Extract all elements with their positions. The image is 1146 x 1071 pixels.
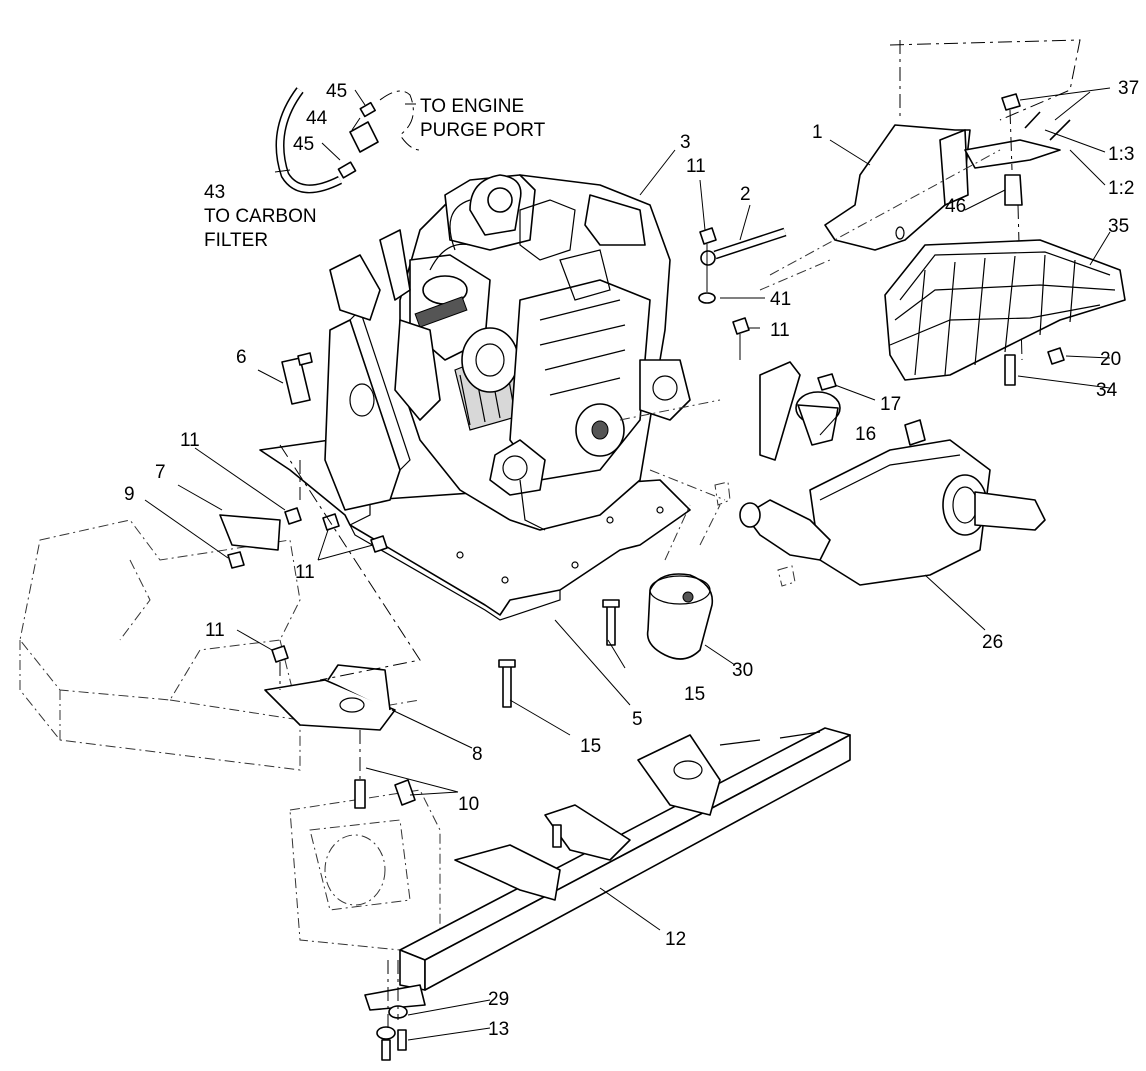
callout-29: 29 [488, 989, 509, 1010]
note-engine-purge-line2: PURGE PORT [420, 120, 546, 141]
callout-11-c: 11 [180, 430, 200, 451]
muffler-guard [884, 239, 1126, 386]
callout-11-e: 11 [205, 620, 225, 641]
callout-13: 13 [488, 1019, 509, 1040]
muffler [619, 361, 1046, 587]
heat-shield [759, 39, 1081, 361]
callout-15-b: 15 [580, 736, 601, 757]
callout-1-2: 1:2 [1108, 178, 1134, 199]
callout-1-3: 1:3 [1108, 144, 1134, 165]
callouts: 1 2 3 5 6 7 8 9 10 11 11 11 11 11 12 13 … [124, 78, 1139, 1040]
note-carbon-line1: TO CARBON [204, 206, 317, 227]
engine-mount-bracket [324, 308, 411, 511]
callout-7: 7 [155, 462, 166, 483]
fuel-hose-assembly [275, 87, 421, 194]
callout-11-a: 11 [686, 156, 706, 177]
callout-20: 20 [1100, 349, 1121, 370]
callout-43: 43 [204, 182, 225, 203]
callout-16: 16 [855, 424, 876, 445]
note-carbon-line2: FILTER [204, 230, 268, 251]
callout-2: 2 [740, 184, 751, 205]
callout-12: 12 [665, 929, 686, 950]
callout-11-d: 11 [295, 562, 315, 583]
callout-1: 1 [812, 122, 823, 143]
oil-filter [646, 504, 721, 660]
callout-11-b: 11 [770, 320, 790, 341]
callout-17: 17 [880, 394, 901, 415]
note-engine-purge-line1: TO ENGINE [420, 96, 524, 117]
callout-26: 26 [982, 632, 1003, 653]
callout-9: 9 [124, 484, 135, 505]
callout-10: 10 [458, 794, 479, 815]
callout-41: 41 [770, 289, 791, 310]
leader-lines [144, 87, 1111, 1041]
callout-5: 5 [632, 709, 643, 730]
callout-6: 6 [236, 347, 247, 368]
callout-45-a: 45 [326, 81, 347, 102]
callout-37: 37 [1118, 78, 1139, 99]
callout-3: 3 [680, 132, 691, 153]
callout-35: 35 [1108, 216, 1129, 237]
engine [329, 174, 691, 531]
frame-phantom [19, 519, 441, 951]
callout-45-b: 45 [293, 134, 314, 155]
callout-15-a: 15 [684, 684, 705, 705]
callout-8: 8 [472, 744, 483, 765]
cable [700, 227, 787, 266]
callout-44: 44 [306, 108, 328, 129]
callout-30: 30 [732, 660, 753, 681]
callout-46: 46 [945, 196, 966, 217]
frame-rail [364, 727, 851, 1061]
hardware-small [271, 227, 750, 663]
callout-34: 34 [1096, 380, 1118, 401]
lower-brackets [219, 444, 421, 809]
